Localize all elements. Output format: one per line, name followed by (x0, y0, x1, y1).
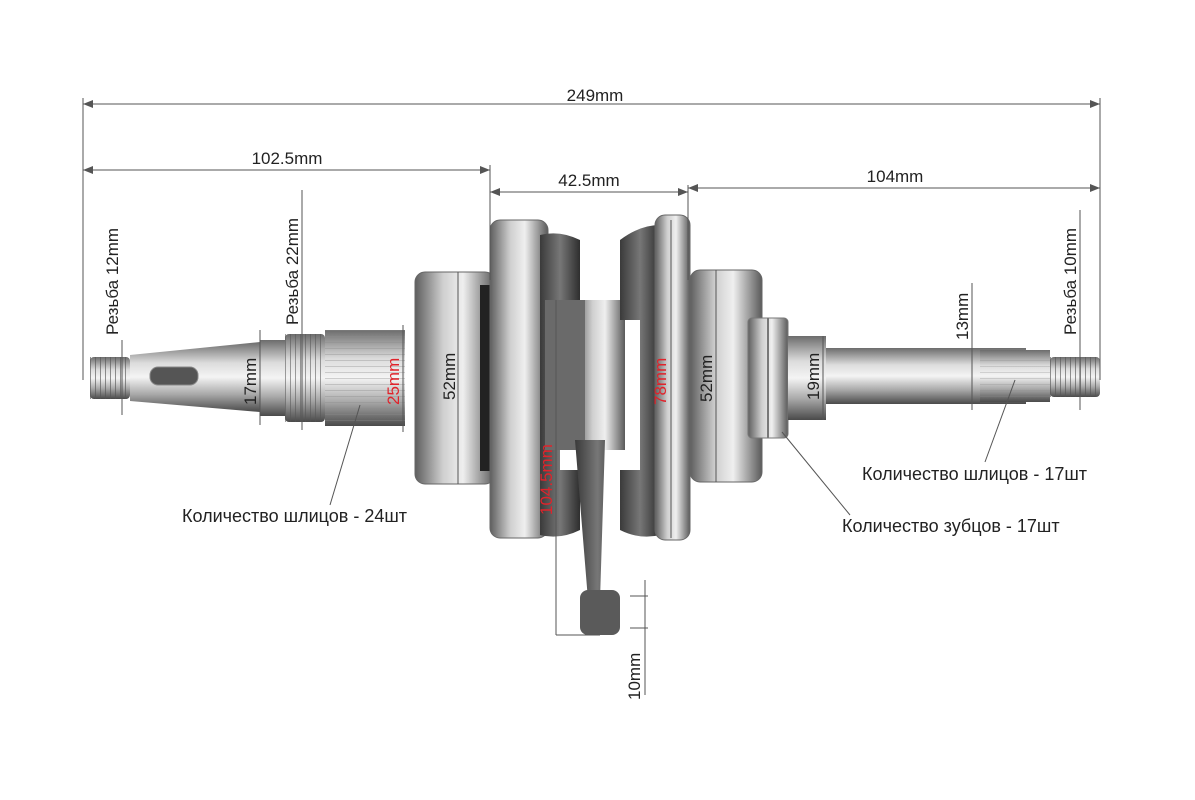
dim-right-shaft-dia: 19mm (804, 353, 823, 400)
callout-right-splines: Количество шлицов - 17шт (862, 464, 1087, 484)
small-end (580, 590, 620, 635)
dim-web-dia: 78mm (651, 358, 670, 405)
dim-web-width: 42.5mm (558, 171, 619, 190)
callout-gear-teeth: Количество зубцов - 17шт (842, 516, 1060, 536)
dimension-labels: 249mm 102.5mm 42.5mm 104mm Резьба 12mm Р… (103, 86, 1080, 700)
dim-left-thread: Резьба 12mm (103, 228, 122, 335)
callout-labels: Количество шлицов - 24шт Количество шлиц… (182, 464, 1087, 536)
callout-left-splines: Количество шлицов - 24шт (182, 506, 407, 526)
dim-right-thread: Резьба 10mm (1061, 228, 1080, 335)
dim-left-shaft: 102.5mm (252, 149, 323, 168)
dim-left-bearing-dia: 52mm (440, 353, 459, 400)
dim-left-big-thread: Резьба 22mm (283, 218, 302, 325)
connecting-rod (575, 440, 620, 632)
dimension-lines (82, 98, 1101, 695)
dim-left-spline-dia: 25mm (384, 358, 403, 405)
dim-right-tip-dia: 13mm (953, 293, 972, 340)
right-counterweight (620, 225, 660, 537)
dim-small-end: 10mm (625, 653, 644, 700)
dim-overall: 249mm (567, 86, 624, 105)
dim-left-shaft-dia: 17mm (241, 358, 260, 405)
dim-conrod-length: 104.5mm (537, 444, 556, 515)
crankshaft-part (90, 214, 1100, 635)
dim-right-shaft: 104mm (867, 167, 924, 186)
dim-right-bearing-dia: 52mm (697, 355, 716, 402)
keyway (149, 366, 199, 386)
